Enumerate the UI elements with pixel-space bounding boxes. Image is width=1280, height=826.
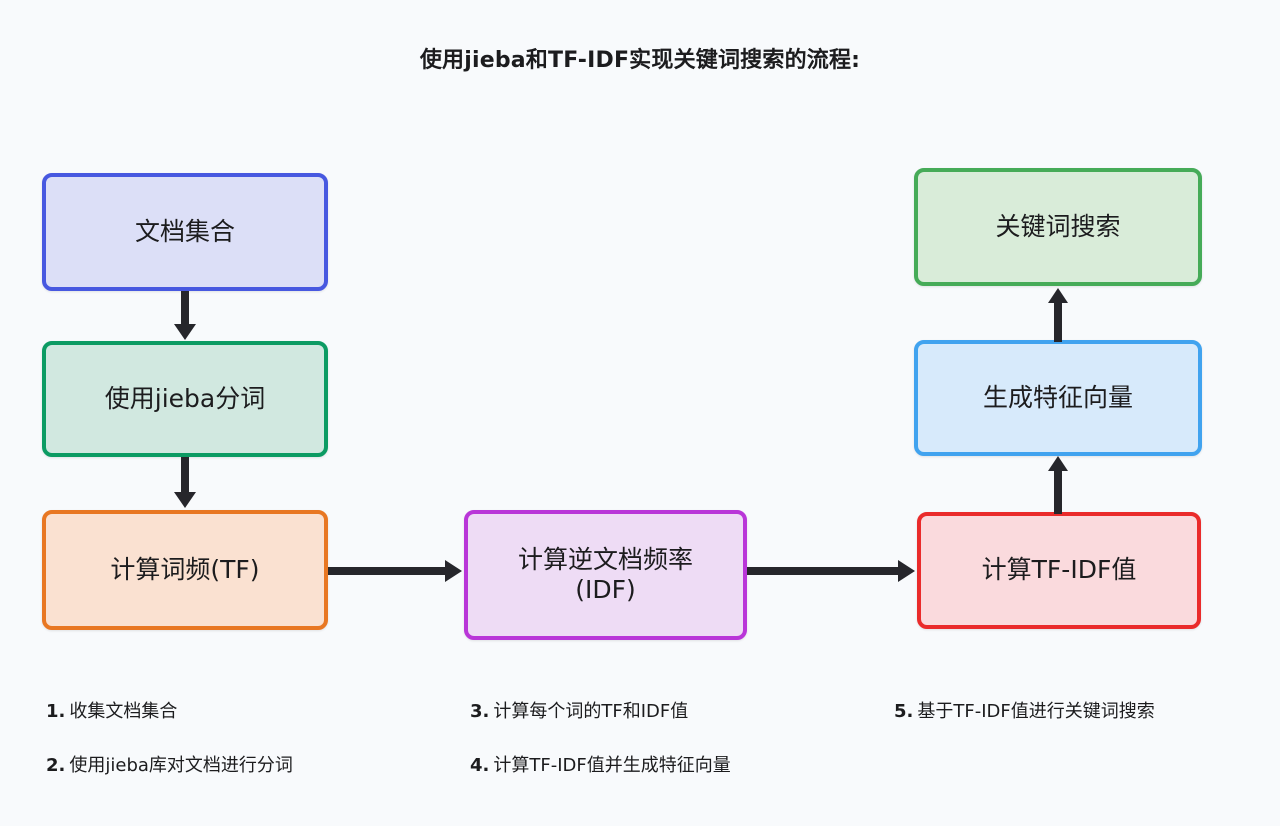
node-label: 关键词搜索 — [995, 211, 1121, 241]
node-document-collection[interactable]: 文档集合 — [42, 173, 328, 291]
arrow-tf-to-idf — [328, 560, 464, 582]
node-label: 计算词频(TF) — [110, 554, 260, 584]
arrow-jieba-to-tf — [174, 457, 196, 510]
caption-column-1: 1.收集文档集合 2.使用jieba库对文档进行分词 — [46, 697, 293, 805]
node-label: 使用jieba分词 — [104, 383, 266, 413]
caption-text: 收集文档集合 — [69, 701, 178, 722]
node-label: 计算TF-IDF值 — [981, 555, 1137, 585]
node-label-line-1: 计算逆文档频率 — [517, 544, 693, 574]
caption-number: 1. — [46, 701, 66, 722]
caption-column-3: 5.基于TF-IDF值进行关键词搜索 — [894, 697, 1155, 751]
caption-text: 基于TF-IDF值进行关键词搜索 — [917, 701, 1155, 722]
node-term-frequency[interactable]: 计算词频(TF) — [42, 510, 328, 630]
arrow-docs-to-jieba — [174, 291, 196, 341]
arrow-tfidf-to-vector — [1048, 456, 1068, 514]
caption-number: 5. — [894, 701, 914, 722]
node-label: 文档集合 — [134, 216, 235, 246]
node-label: 计算逆文档频率 (IDF) — [518, 545, 693, 606]
caption-text: 计算TF-IDF值并生成特征向量 — [493, 755, 731, 776]
node-tfidf-value[interactable]: 计算TF-IDF值 — [917, 512, 1201, 629]
caption-number: 2. — [46, 755, 66, 776]
node-label: 生成特征向量 — [982, 382, 1133, 412]
caption-item: 5.基于TF-IDF值进行关键词搜索 — [894, 697, 1155, 723]
caption-number: 4. — [470, 755, 490, 776]
caption-column-2: 3.计算每个词的TF和IDF值 4.计算TF-IDF值并生成特征向量 — [470, 697, 731, 805]
caption-item: 2.使用jieba库对文档进行分词 — [46, 751, 293, 777]
caption-text: 使用jieba库对文档进行分词 — [69, 755, 293, 776]
caption-item: 3.计算每个词的TF和IDF值 — [470, 697, 731, 723]
arrow-idf-to-tfidf — [747, 560, 917, 582]
node-feature-vector[interactable]: 生成特征向量 — [914, 340, 1202, 456]
caption-item: 4.计算TF-IDF值并生成特征向量 — [470, 751, 731, 777]
node-jieba-segmentation[interactable]: 使用jieba分词 — [42, 341, 328, 457]
node-label-line-2: (IDF) — [575, 575, 636, 604]
page-title: 使用jieba和TF-IDF实现关键词搜索的流程: — [419, 48, 861, 73]
node-inverse-document-frequency[interactable]: 计算逆文档频率 (IDF) — [464, 510, 747, 640]
node-keyword-search[interactable]: 关键词搜索 — [914, 168, 1202, 286]
caption-text: 计算每个词的TF和IDF值 — [493, 701, 689, 722]
caption-item: 1.收集文档集合 — [46, 697, 293, 723]
arrow-vector-to-search — [1048, 288, 1068, 342]
caption-number: 3. — [470, 701, 490, 722]
